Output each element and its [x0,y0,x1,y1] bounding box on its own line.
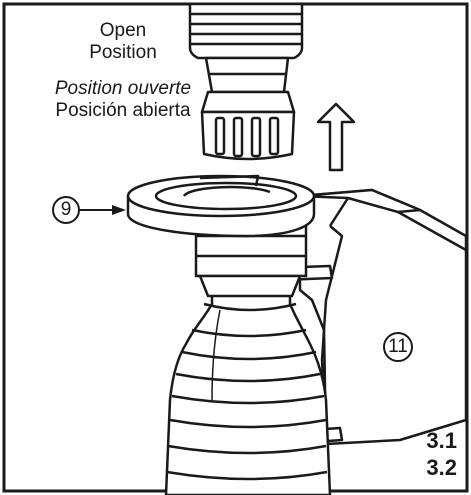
caption-open: Open [99,20,147,41]
cap [188,2,304,161]
caption-position: Position [89,42,157,63]
callout-part-11: 11 [388,336,408,357]
callout-part-9: 9 [60,199,72,220]
step-number-first: 3.1 [426,428,457,453]
callout-9-arrowhead [112,205,126,215]
collar-ring [126,174,316,238]
step-number-second: 3.2 [426,455,457,480]
caption-spanish: Posición abierta [55,100,191,121]
bottle [164,290,332,495]
caption-french: Position ouverte [54,78,192,99]
up-arrow-icon [316,102,356,172]
callout-11-circle [383,332,413,362]
